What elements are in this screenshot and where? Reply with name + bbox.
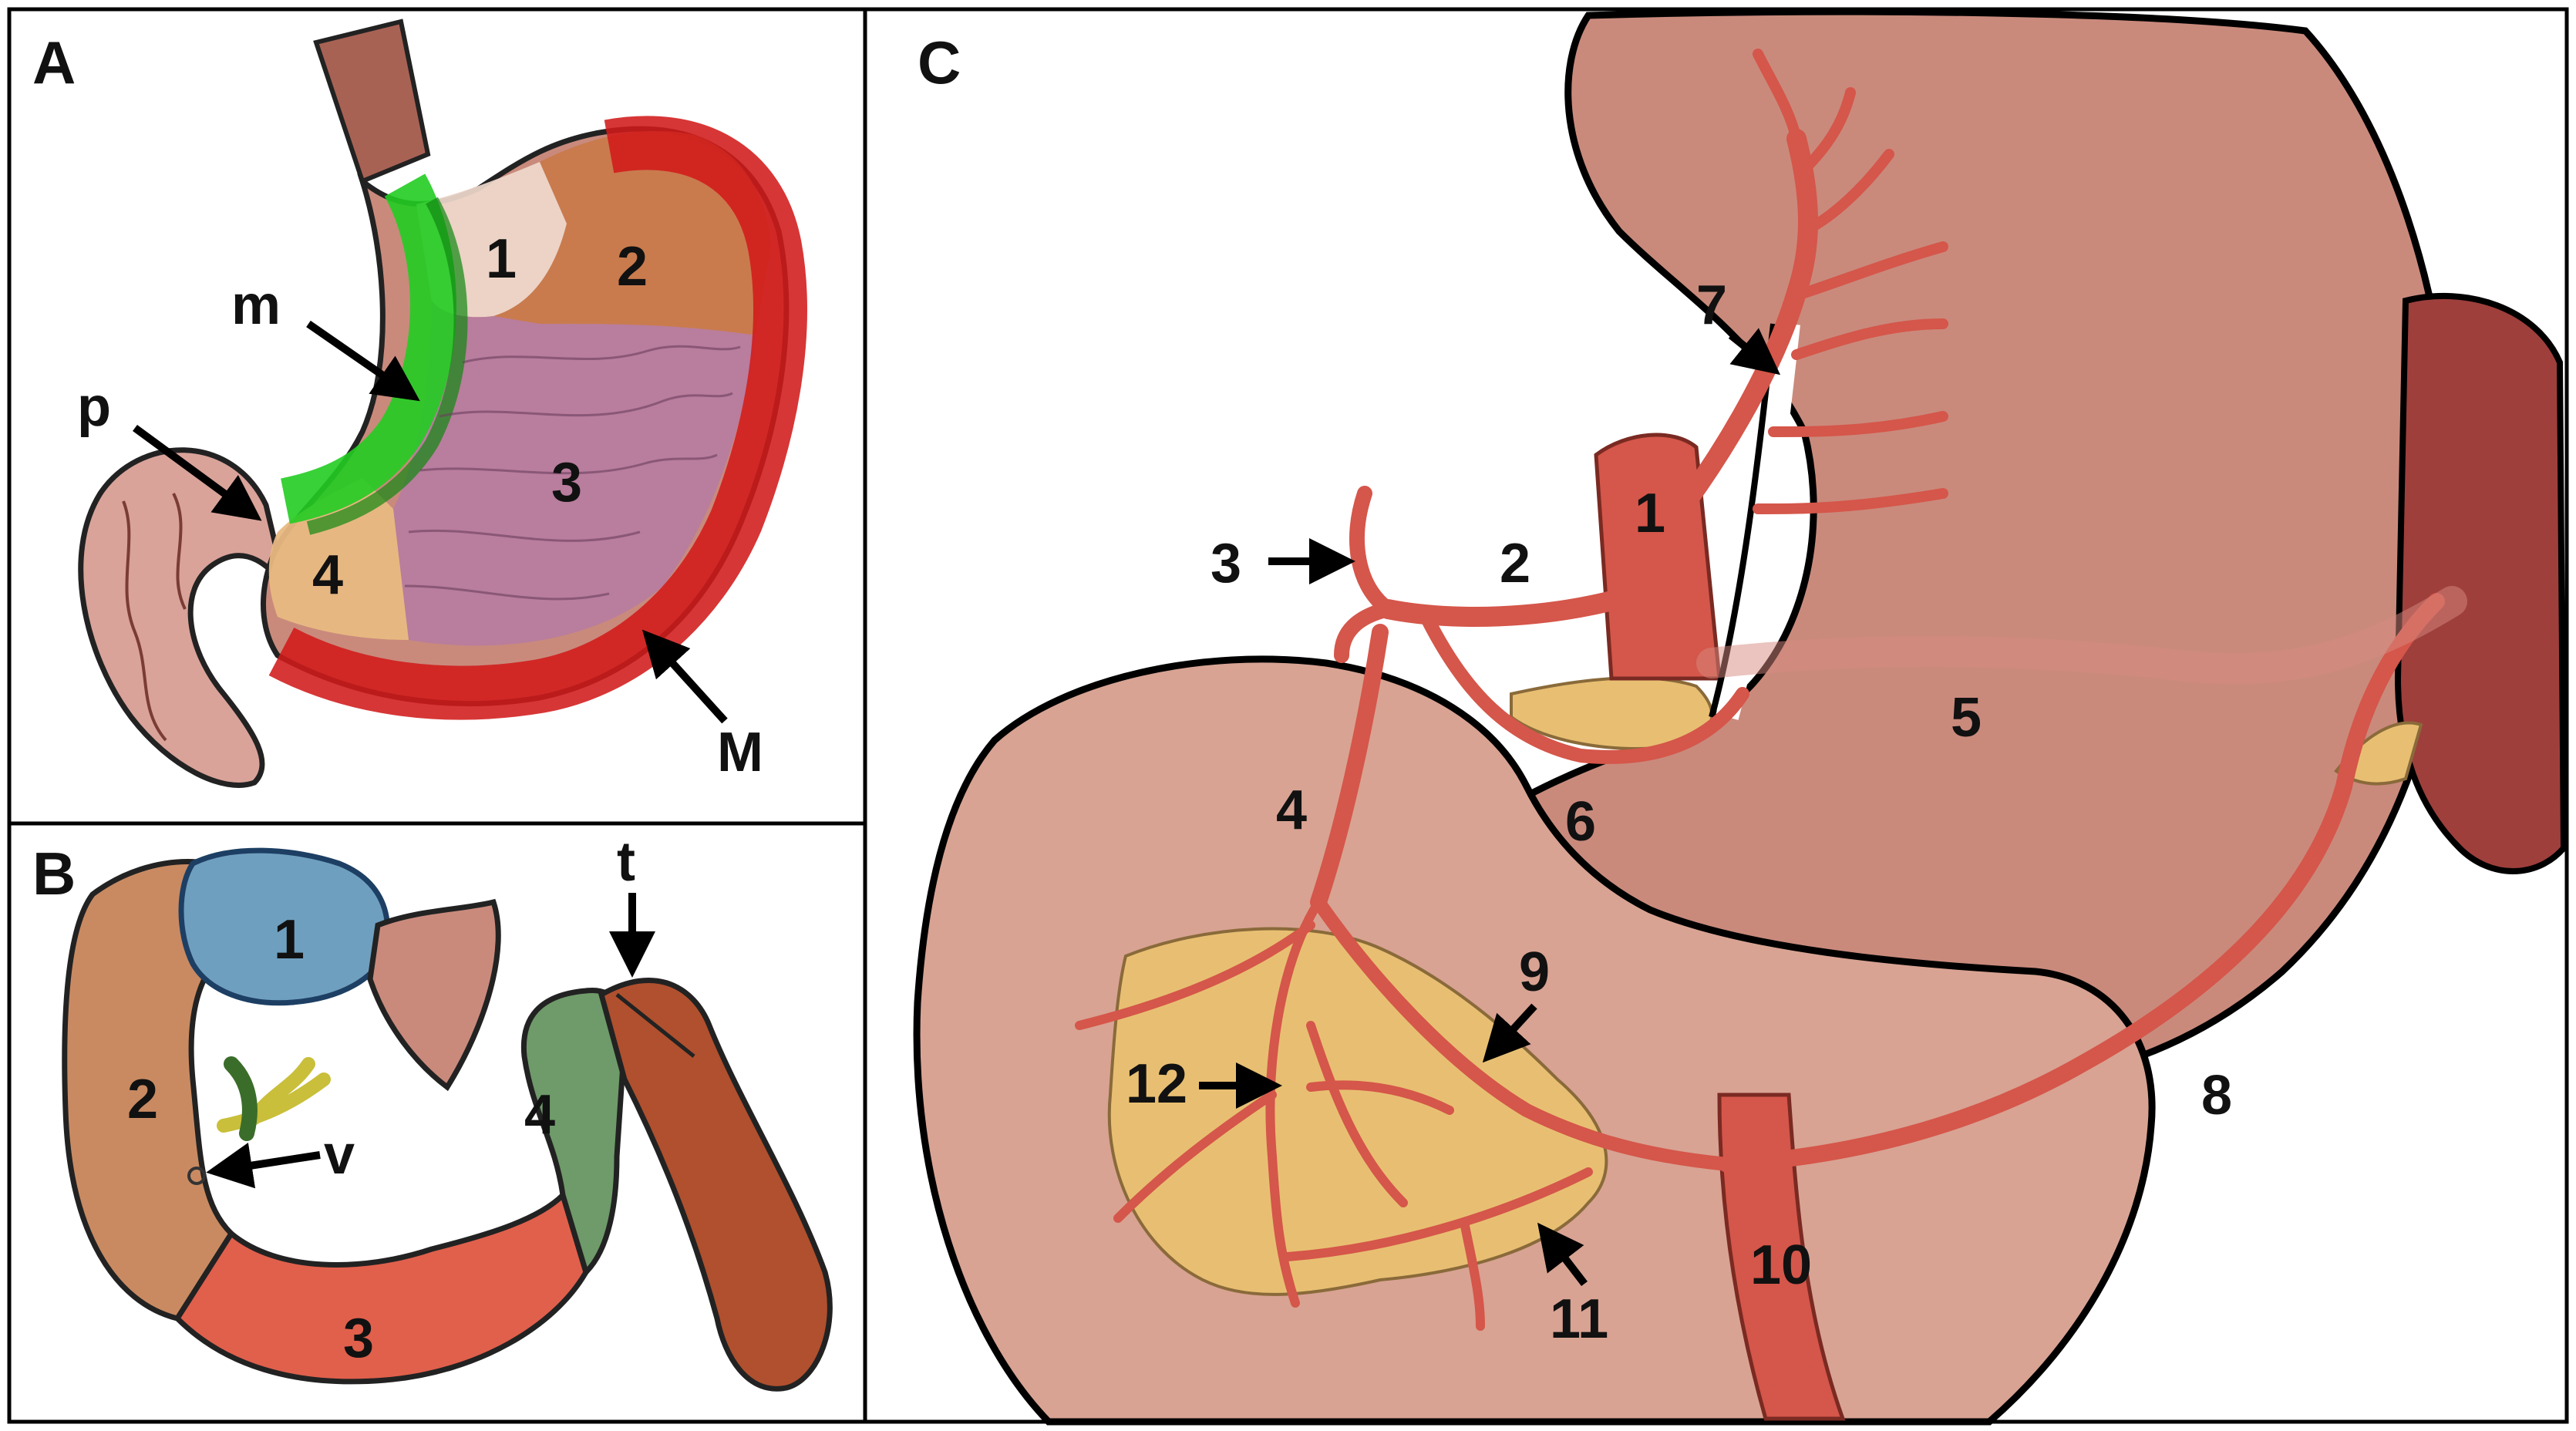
greater-curvature <box>268 116 807 720</box>
arrow-c7 <box>1728 328 1781 375</box>
panel-b-label-t: t <box>617 831 635 893</box>
artery-tree <box>1075 49 2467 1331</box>
panel-a-label-p: p <box>77 376 111 438</box>
treitz-fold <box>615 993 695 1058</box>
panel-c-label-9: 9 <box>1519 941 1550 1003</box>
papilla <box>187 1167 206 1185</box>
panel-c-letter: C <box>918 29 961 96</box>
panel-c-label-8: 8 <box>2201 1065 2232 1126</box>
panel-a-letter: A <box>32 29 76 96</box>
spleen <box>2394 292 2568 874</box>
panel-c-label-12: 12 <box>1126 1053 1187 1115</box>
panel-c-label-6: 6 <box>1565 791 1596 853</box>
arrow-c11 <box>1537 1222 1588 1287</box>
panel-b-letter: B <box>32 840 76 907</box>
arrow-c9 <box>1482 1003 1537 1063</box>
right-gastroepiploic-artery <box>1312 895 1734 1171</box>
panel-c-stomach <box>913 8 2568 1426</box>
arrow-p <box>133 424 262 521</box>
duodenum-ascending <box>520 987 628 1278</box>
panel-a-label-1: 1 <box>486 228 517 290</box>
panel-b-label-4: 4 <box>524 1084 555 1146</box>
panel-a-label-M: M <box>717 722 763 783</box>
arrow-M <box>641 629 728 724</box>
panel-c-label-5: 5 <box>1951 687 1982 749</box>
splenic-artery <box>1696 586 2467 685</box>
left-gastric-branches <box>1753 49 1948 514</box>
panel-b-label-v: v <box>324 1124 355 1186</box>
panel-c-label-1: 1 <box>1635 483 1665 544</box>
lesser-curvature-inner <box>306 197 468 535</box>
panel-a-label-2: 2 <box>617 236 648 298</box>
pyloric-stub <box>367 898 501 1092</box>
bile-duct <box>217 1057 331 1133</box>
jejunum <box>598 978 833 1392</box>
panel-c-label-4: 4 <box>1276 779 1307 841</box>
panel-c-label-2: 2 <box>1500 533 1530 594</box>
panel-b-duodenum <box>62 847 833 1392</box>
duodenal-bulb <box>78 447 288 788</box>
panel-b-label-3: 3 <box>343 1308 374 1369</box>
panel-c-label-10: 10 <box>1750 1234 1812 1296</box>
panel-b-label-2: 2 <box>127 1069 158 1130</box>
lesser-curvature <box>280 173 456 524</box>
panel-a-label-m: m <box>231 274 281 336</box>
left-gastric-artery <box>1648 129 1818 550</box>
arrow-v <box>206 1142 321 1189</box>
gastroduodenal-artery <box>1310 624 1389 911</box>
panel-b-label-1: 1 <box>274 909 305 971</box>
panel-a-stomach <box>78 19 807 788</box>
duodenal-folds <box>122 493 187 742</box>
pancreas <box>1107 927 1608 1296</box>
left-gastroepiploic-artery <box>1719 593 2445 1173</box>
right-gastric-artery <box>1419 610 1749 764</box>
esophagus <box>313 19 431 184</box>
proper-hepatic-artery <box>1334 486 1396 663</box>
panel-c-label-7: 7 <box>1696 274 1727 336</box>
panel-c-label-3: 3 <box>1211 533 1241 594</box>
pancreaticoduodenal-arteries <box>1075 897 1593 1331</box>
rugae-lines <box>404 345 741 601</box>
aorta <box>1717 1093 1846 1421</box>
panel-c-label-11: 11 <box>1550 1288 1608 1350</box>
arrow-m <box>306 320 420 402</box>
duodenum-horizontal <box>173 1190 589 1385</box>
duodenal-bulb-b <box>178 847 390 1006</box>
panel-a-label-3: 3 <box>551 452 582 513</box>
panel-a-label-4: 4 <box>312 544 343 606</box>
pancreatic-duct <box>224 1056 258 1141</box>
